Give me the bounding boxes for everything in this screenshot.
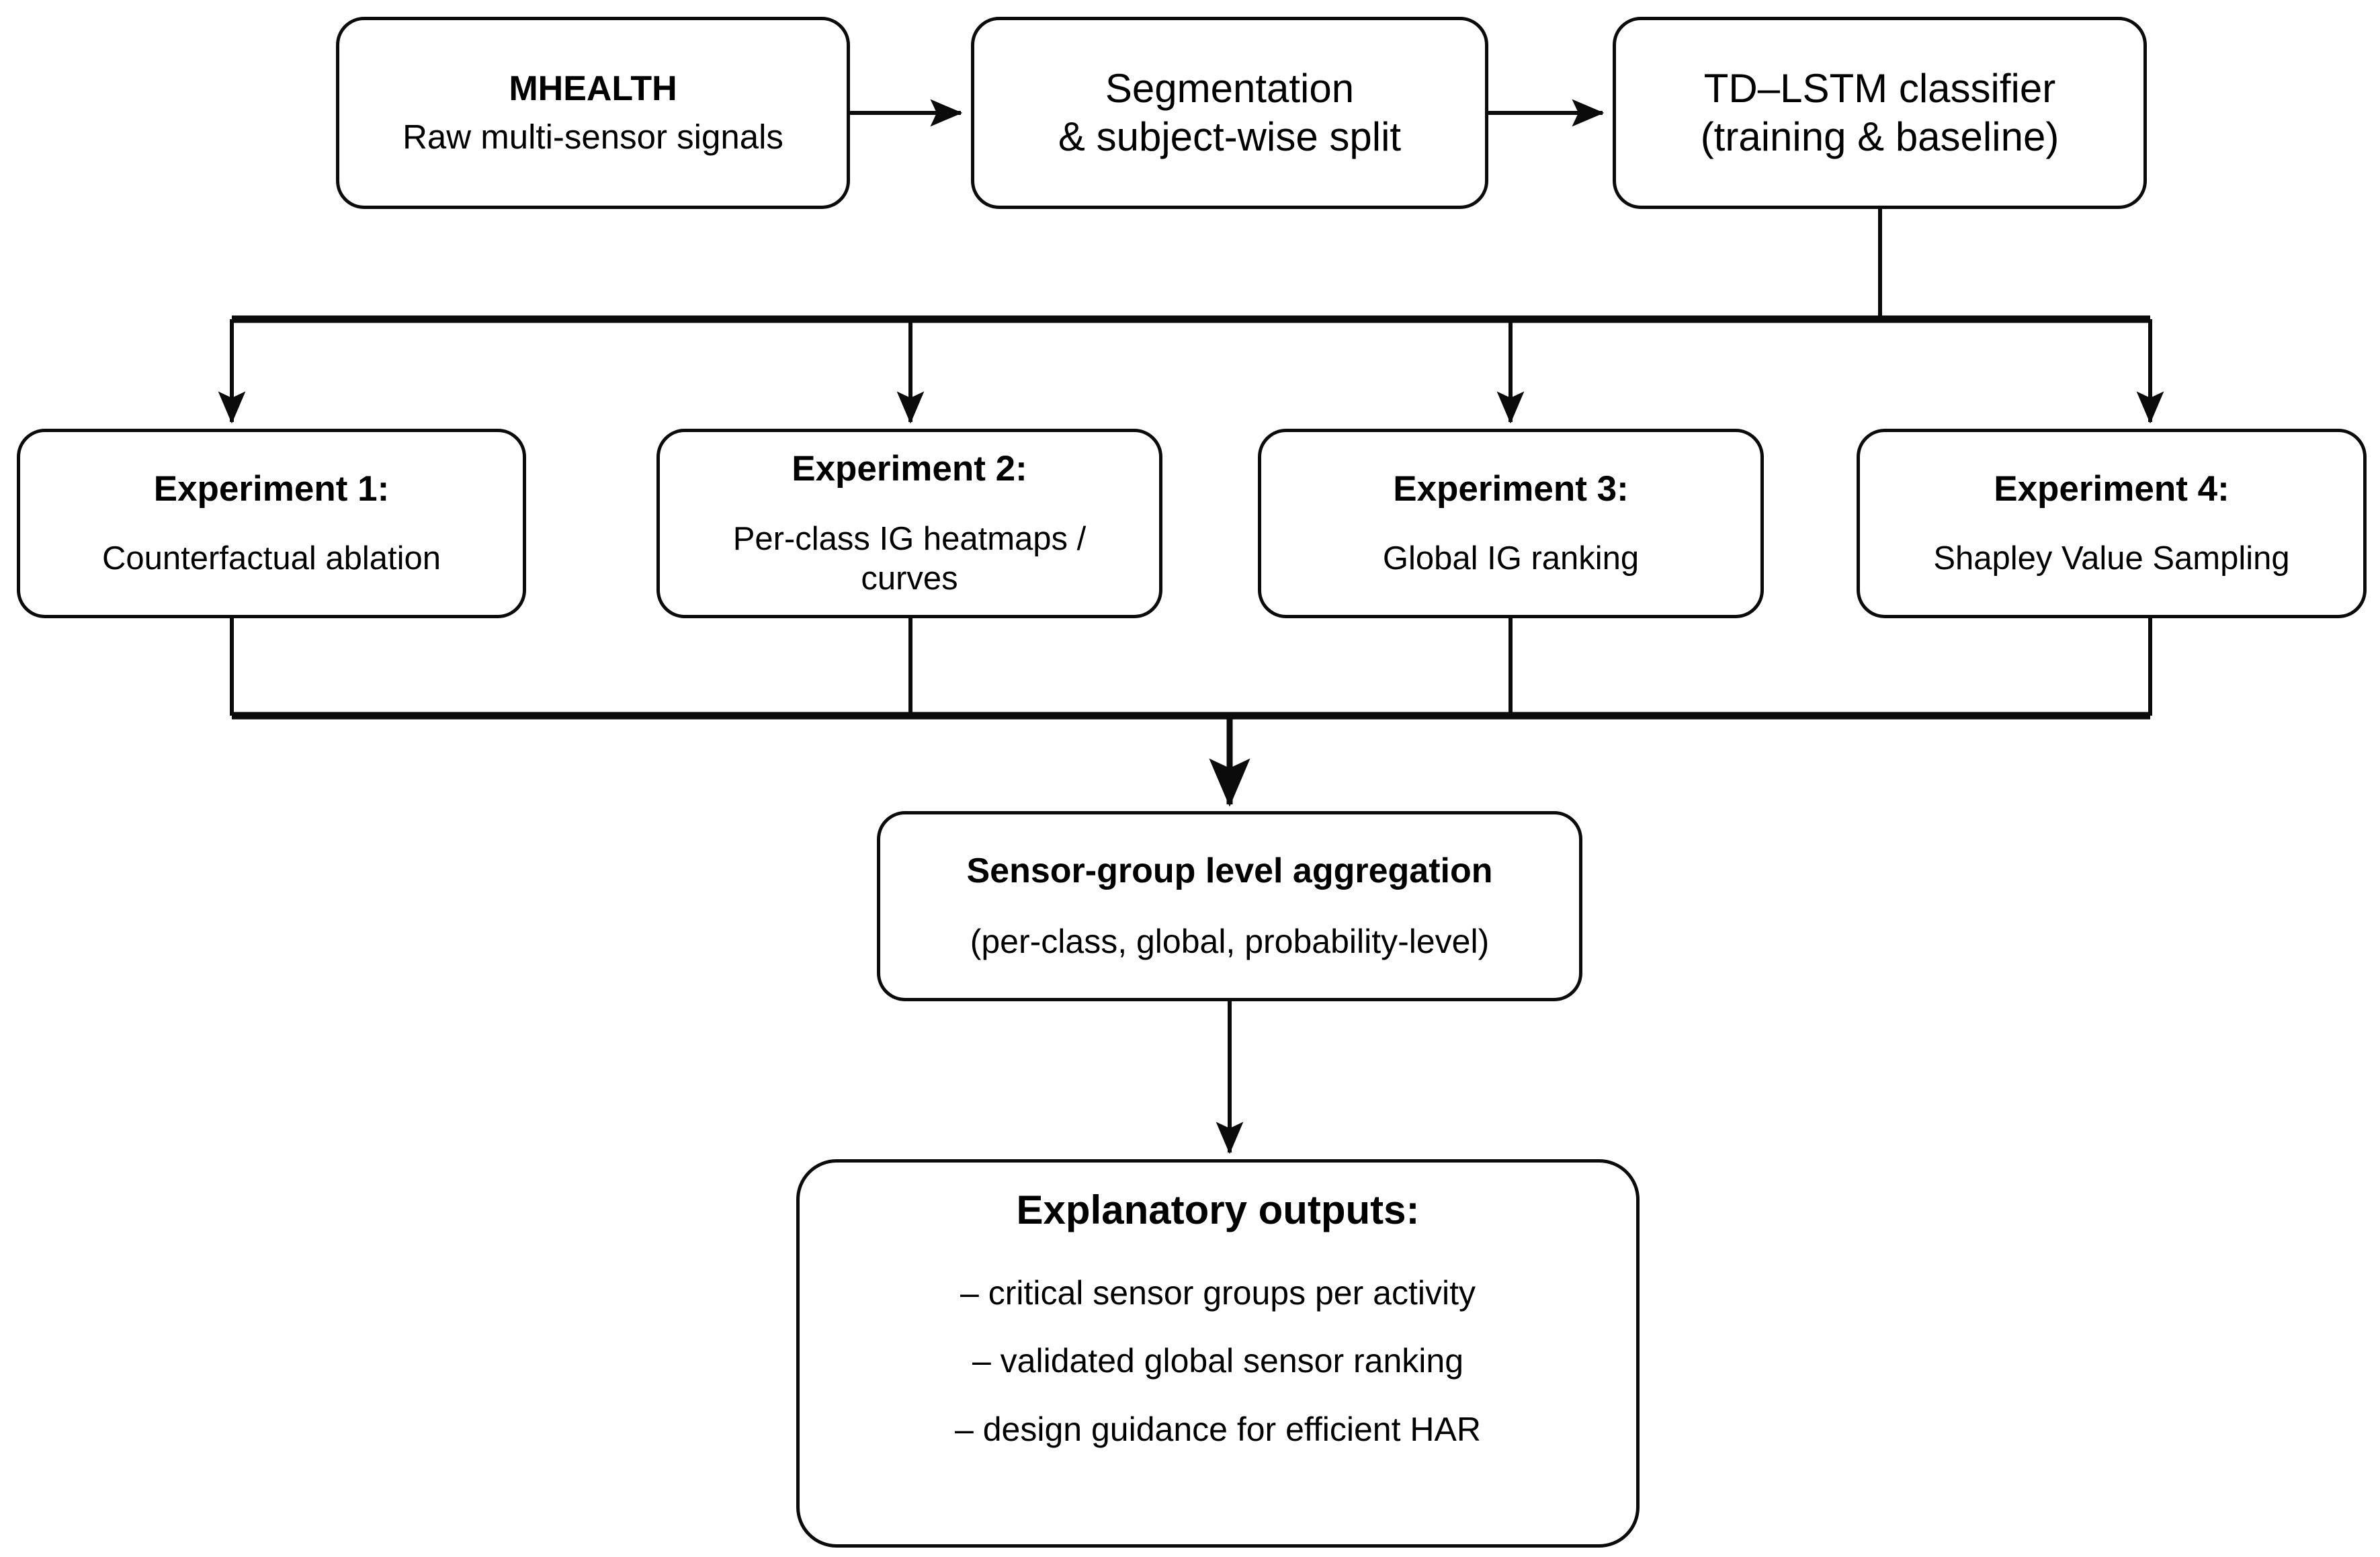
node-experiment-3-title: Experiment 3: bbox=[1393, 468, 1629, 509]
node-mhealth[interactable]: MHEALTH Raw multi-sensor signals bbox=[336, 17, 850, 209]
node-mhealth-subtitle: Raw multi-sensor signals bbox=[402, 117, 783, 156]
node-experiment-4[interactable]: Experiment 4: Shapley Value Sampling bbox=[1857, 429, 2367, 618]
node-experiment-3-subtitle: Global IG ranking bbox=[1382, 540, 1640, 577]
node-experiment-2-subtitle: Per-class IG heatmaps / curves bbox=[732, 520, 1087, 597]
outputs-bullet-item: – critical sensor groups per activity bbox=[960, 1273, 1476, 1312]
node-explanatory-outputs[interactable]: Explanatory outputs: – critical sensor g… bbox=[796, 1159, 1640, 1548]
node-sensor-group-aggregation[interactable]: Sensor-group level aggregation (per-clas… bbox=[877, 811, 1582, 1001]
node-mhealth-title: MHEALTH bbox=[509, 69, 677, 109]
node-tdlstm-classifier[interactable]: TD–LSTM classifier (training & baseline) bbox=[1613, 17, 2147, 209]
node-aggregation-subtitle: (per-class, global, probability-level) bbox=[970, 922, 1490, 960]
node-segmentation[interactable]: Segmentation & subject-wise split bbox=[971, 17, 1488, 209]
outputs-bullet-item: – design guidance for efficient HAR bbox=[955, 1410, 1481, 1448]
node-segmentation-subtitle: Segmentation & subject-wise split bbox=[1058, 66, 1402, 159]
outputs-bullet-list: – critical sensor groups per activity – … bbox=[955, 1274, 1481, 1449]
node-experiment-3[interactable]: Experiment 3: Global IG ranking bbox=[1258, 429, 1764, 618]
node-tdlstm-subtitle: TD–LSTM classifier (training & baseline) bbox=[1700, 66, 2059, 159]
node-aggregation-title: Sensor-group level aggregation bbox=[966, 851, 1493, 891]
node-experiment-2-title: Experiment 2: bbox=[792, 449, 1027, 489]
node-experiment-1-subtitle: Counterfactual ablation bbox=[102, 540, 441, 577]
node-experiment-2[interactable]: Experiment 2: Per-class IG heatmaps / cu… bbox=[656, 429, 1162, 618]
node-experiment-1[interactable]: Experiment 1: Counterfactual ablation bbox=[17, 429, 526, 618]
node-experiment-1-title: Experiment 1: bbox=[153, 468, 390, 509]
node-experiment-4-title: Experiment 4: bbox=[1994, 468, 2229, 509]
node-experiment-4-subtitle: Shapley Value Sampling bbox=[1933, 540, 2290, 577]
node-outputs-title: Explanatory outputs: bbox=[1016, 1187, 1420, 1232]
outputs-bullet-item: – validated global sensor ranking bbox=[972, 1342, 1463, 1380]
